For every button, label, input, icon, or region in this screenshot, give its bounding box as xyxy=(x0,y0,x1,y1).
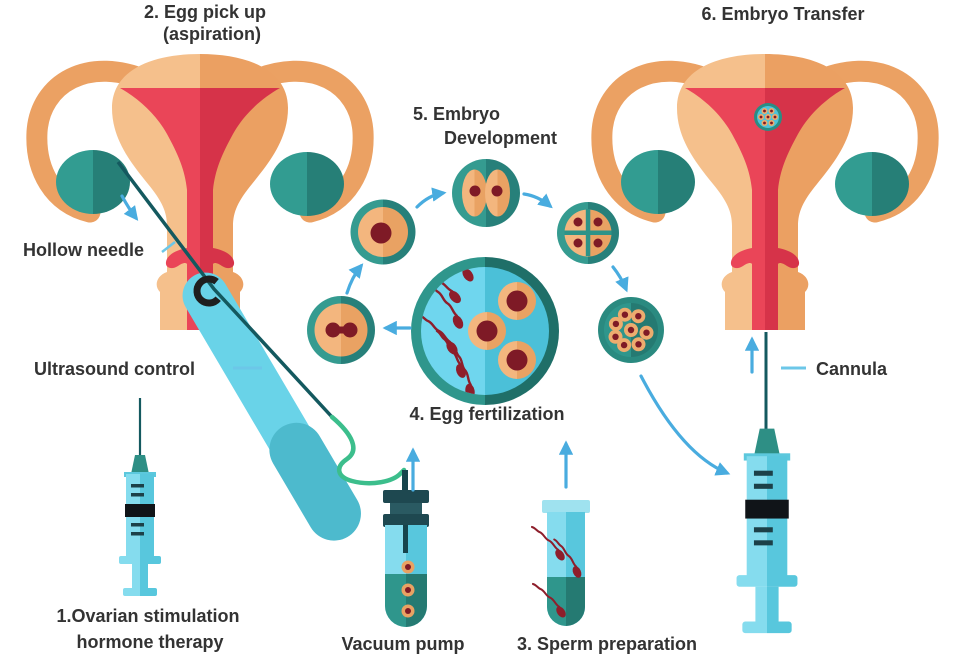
sperm-tube xyxy=(530,500,590,626)
label-step1-line1: 1.Ovarian stimulation xyxy=(56,606,239,626)
arrow-morula-to-syringe xyxy=(639,374,731,476)
label-step5-line2: Development xyxy=(444,128,557,148)
label-step1-line2: hormone therapy xyxy=(76,632,223,652)
implanted-embryo xyxy=(754,103,782,131)
transfer-syringe xyxy=(736,428,798,634)
labels: 2. Egg pick up (aspiration) 6. Embryo Tr… xyxy=(23,2,888,654)
aspiration-tube xyxy=(329,414,407,486)
uterus-right xyxy=(602,54,928,330)
label-vacuum-pump: Vacuum pump xyxy=(341,634,464,654)
sperm-tube-liquid xyxy=(547,577,585,626)
cell-morula xyxy=(598,297,664,363)
arrow-egg-to-zygote xyxy=(345,263,364,295)
flow-arrows xyxy=(120,187,760,492)
cell-two-cell xyxy=(452,159,520,227)
egg-fertilization-dish xyxy=(411,257,559,405)
label-hollow-needle: Hollow needle xyxy=(23,240,144,260)
cell-zygote xyxy=(350,199,416,265)
label-cannula: Cannula xyxy=(816,359,888,379)
label-step2-line2: (aspiration) xyxy=(163,24,261,44)
pump-tube-liquid xyxy=(385,574,427,627)
collected-eggs xyxy=(401,560,415,618)
label-step3: 3. Sperm preparation xyxy=(517,634,697,654)
arrow-two-to-four-cell xyxy=(522,192,553,209)
egg-group xyxy=(468,282,536,379)
cell-fertilized-egg xyxy=(307,296,375,364)
stimulation-syringe xyxy=(119,455,161,596)
hollow-needle-tick xyxy=(161,241,176,253)
cervix-clamp-ring xyxy=(193,275,225,307)
label-step5-line1: 5. Embryo xyxy=(413,104,500,124)
arrow-zygote-to-two-cell xyxy=(415,187,447,209)
hollow-needle-line xyxy=(116,160,334,419)
embryo-development-cycle xyxy=(307,159,664,364)
label-step4: 4. Egg fertilization xyxy=(409,404,564,424)
arrow-needle-into-ovary xyxy=(120,194,139,221)
cell-four-cell xyxy=(557,202,619,264)
label-step6: 6. Embryo Transfer xyxy=(701,4,864,24)
label-ultrasound-control: Ultrasound control xyxy=(34,359,195,379)
vacuum-pump xyxy=(383,470,429,627)
label-step2-line1: 2. Egg pick up xyxy=(144,2,266,22)
arrow-four-cell-to-morula xyxy=(611,265,629,293)
ultrasound-probe xyxy=(182,272,361,541)
